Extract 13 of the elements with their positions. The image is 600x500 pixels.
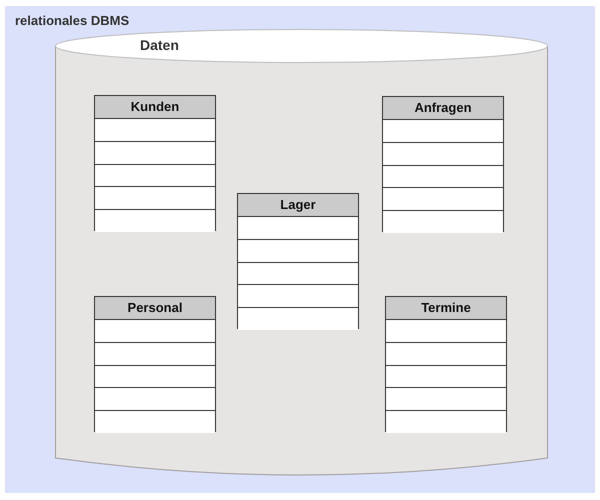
panel-title: relationales DBMS	[15, 13, 130, 28]
database-table	[94, 296, 216, 432]
database-table	[94, 95, 216, 231]
table-header: Termine	[386, 297, 506, 320]
table-header: Anfragen	[383, 97, 503, 120]
table-header: Lager	[238, 194, 358, 217]
system-panel	[5, 6, 595, 493]
database-table	[237, 193, 359, 329]
database-table	[382, 96, 504, 232]
database-label: Daten	[140, 37, 179, 53]
database-table	[385, 296, 507, 432]
table-header: Kunden	[95, 96, 215, 119]
table-header: Personal	[95, 297, 215, 320]
